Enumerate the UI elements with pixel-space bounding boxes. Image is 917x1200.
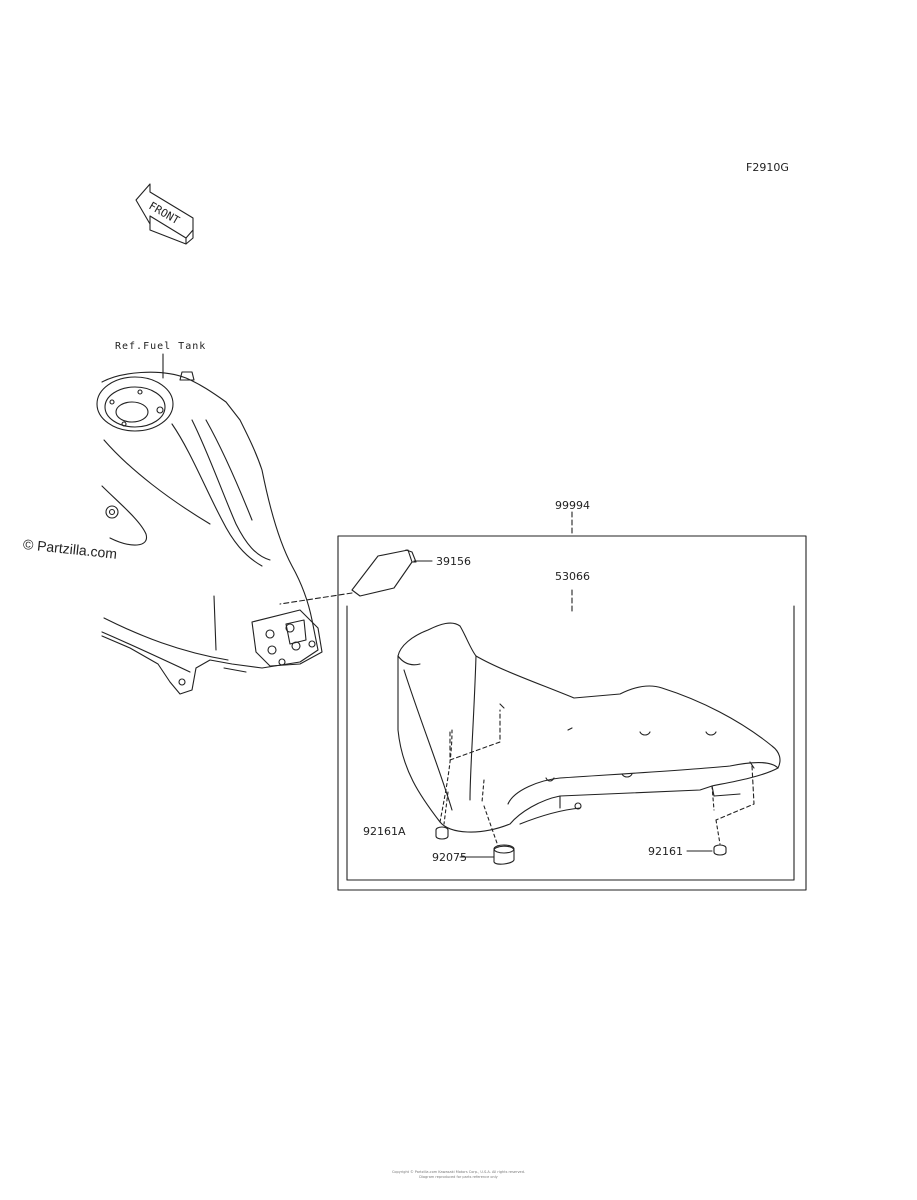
- footer-line-2: Diagram reproduced for parts reference o…: [419, 1175, 498, 1179]
- part-number-seat[interactable]: 53066: [555, 570, 590, 583]
- part-number-kit[interactable]: 99994: [555, 499, 590, 512]
- part-number-right-grommet[interactable]: 92161: [648, 845, 683, 858]
- figure-code: F2910G: [746, 161, 789, 174]
- part-number-badge[interactable]: 39156: [436, 555, 471, 568]
- footer-line-1: Copyright © Partzilla.com Kawasaki Motor…: [391, 1170, 526, 1174]
- seat-drawing: [397, 589, 781, 847]
- reference-label: Ref.Fuel Tank: [115, 341, 207, 352]
- part-number-left-grommet[interactable]: 92161A: [363, 825, 406, 838]
- kit-bracket: [337, 511, 807, 891]
- front-arrow-icon: [135, 183, 194, 245]
- damper-rubber: [459, 844, 515, 865]
- grommet-left: [435, 826, 449, 840]
- grommet-right: [686, 844, 727, 856]
- fuel-tank-drawing: [96, 371, 323, 695]
- part-number-damper[interactable]: 92075: [432, 851, 467, 864]
- badge-emblem: [279, 549, 433, 605]
